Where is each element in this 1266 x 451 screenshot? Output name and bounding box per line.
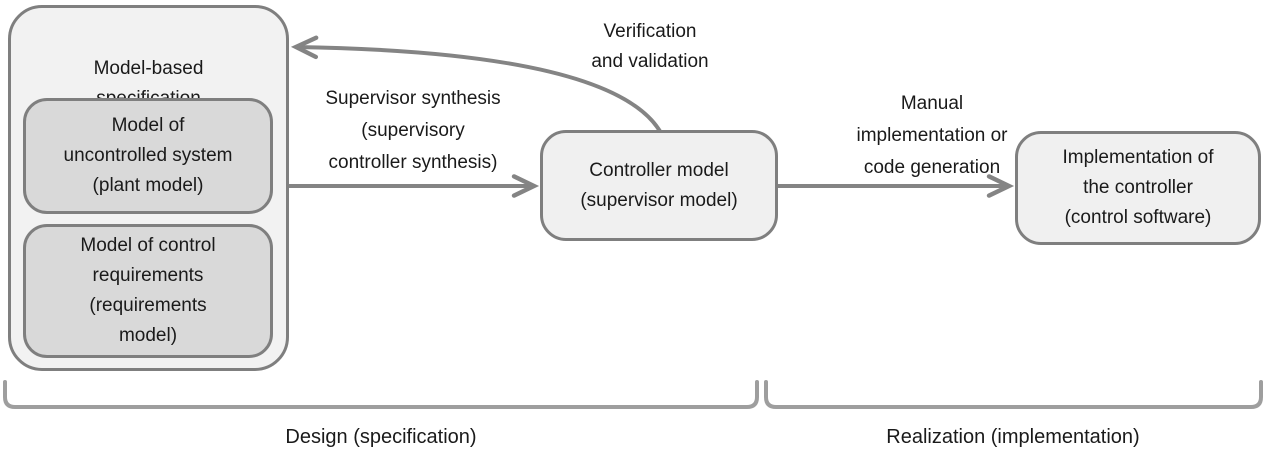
verification-arrow: [290, 35, 663, 134]
realization-phase-bracket: [764, 380, 1263, 409]
supervisor-synthesis-label: Supervisor synthesis (supervisory contro…: [325, 88, 501, 173]
uncontrolled-system-box: Model of uncontrolled system (plant mode…: [23, 98, 273, 214]
controller-model-box: Controller model (supervisor model): [540, 130, 778, 241]
implementation-box: Implementation of the controller (contro…: [1015, 131, 1261, 245]
design-phase-bracket: [3, 380, 759, 409]
model-based-specification-box: Model-based specification Model of uncon…: [8, 5, 289, 371]
verification-validation-label: Verification and validation: [591, 21, 709, 72]
design-phase-label: Design (specification): [285, 426, 477, 448]
manual-implementation-label: Manual implementation or code generation: [856, 93, 1008, 178]
realization-phase-label: Realization (implementation): [886, 426, 1140, 448]
control-requirements-box: Model of control requirements (requireme…: [23, 224, 273, 358]
